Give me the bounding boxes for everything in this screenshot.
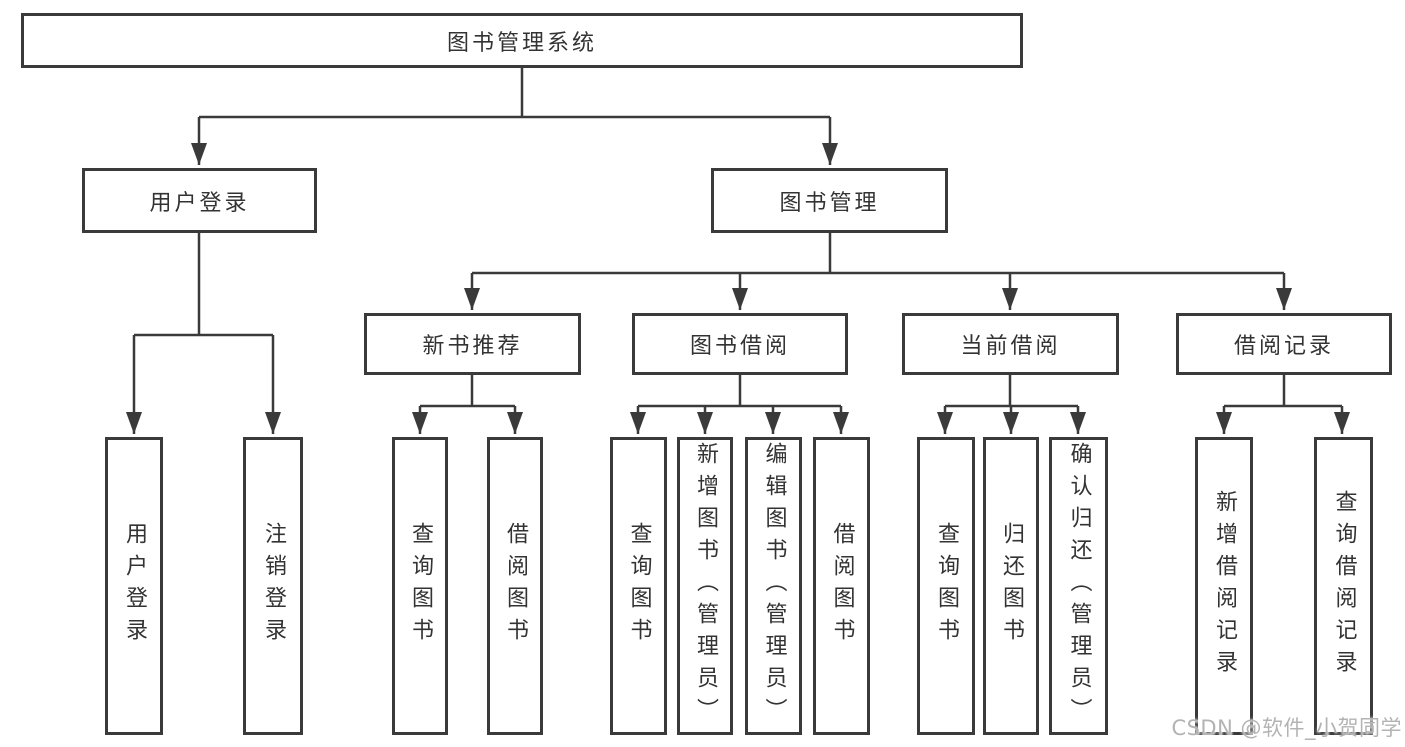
leaf-label: 编辑图书（管理员） [761,442,787,730]
leaf-label: 注销登录 [261,522,286,650]
leaf-label: 借阅图书 [829,522,855,650]
leaf-label: 查询借阅记录 [1331,490,1357,682]
leaf-add-book-admin: 新增图书（管理员） [677,437,733,735]
leaf-label: 新增借阅记录 [1212,490,1237,682]
leaf-return-book: 归还图书 [983,437,1039,735]
node-label: 用户登录 [149,190,250,216]
leaf-query-book-recommend: 查询图书 [392,437,448,735]
leaf-borrow-book-recommend: 借阅图书 [487,437,543,735]
leaf-add-borrow-record: 新增借阅记录 [1195,437,1253,735]
leaf-user-login: 用户登录 [105,437,163,735]
node-label: 图书借阅 [689,334,790,359]
node-label: 当前借阅 [960,334,1061,359]
leaf-query-book-borrow: 查询图书 [610,437,667,735]
node-book-management: 图书管理 [711,168,948,233]
node-current-borrow: 当前借阅 [902,313,1119,375]
node-user-login: 用户登录 [82,168,317,233]
leaf-label: 新增图书（管理员） [693,442,718,730]
node-book-borrow: 图书借阅 [632,313,848,375]
leaf-label: 查询图书 [626,522,652,650]
node-label: 借阅记录 [1233,334,1334,359]
leaf-query-book-current: 查询图书 [917,437,975,735]
leaf-label: 借阅图书 [503,522,528,650]
leaf-label: 用户登录 [122,522,147,650]
leaf-confirm-return-admin: 确认归还（管理员） [1049,437,1108,735]
leaf-label: 查询图书 [934,522,959,650]
node-label: 新书推荐 [422,334,523,359]
node-new-book-recommend: 新书推荐 [364,313,581,375]
leaf-borrow-book: 借阅图书 [813,437,870,735]
leaf-query-borrow-record: 查询借阅记录 [1314,437,1373,735]
leaf-logout: 注销登录 [243,437,303,735]
leaf-label: 确认归还（管理员） [1066,442,1092,730]
csdn-watermark: CSDN @软件_小贺同学 [1171,716,1402,740]
node-label: 图书管理 [779,190,880,216]
node-borrow-record: 借阅记录 [1176,313,1392,375]
node-root: 图书管理系统 [21,13,1023,68]
leaf-label: 归还图书 [999,522,1024,650]
leaf-edit-book-admin: 编辑图书（管理员） [745,437,802,735]
node-label: 图书管理系统 [446,30,597,56]
leaf-label: 查询图书 [408,522,433,650]
